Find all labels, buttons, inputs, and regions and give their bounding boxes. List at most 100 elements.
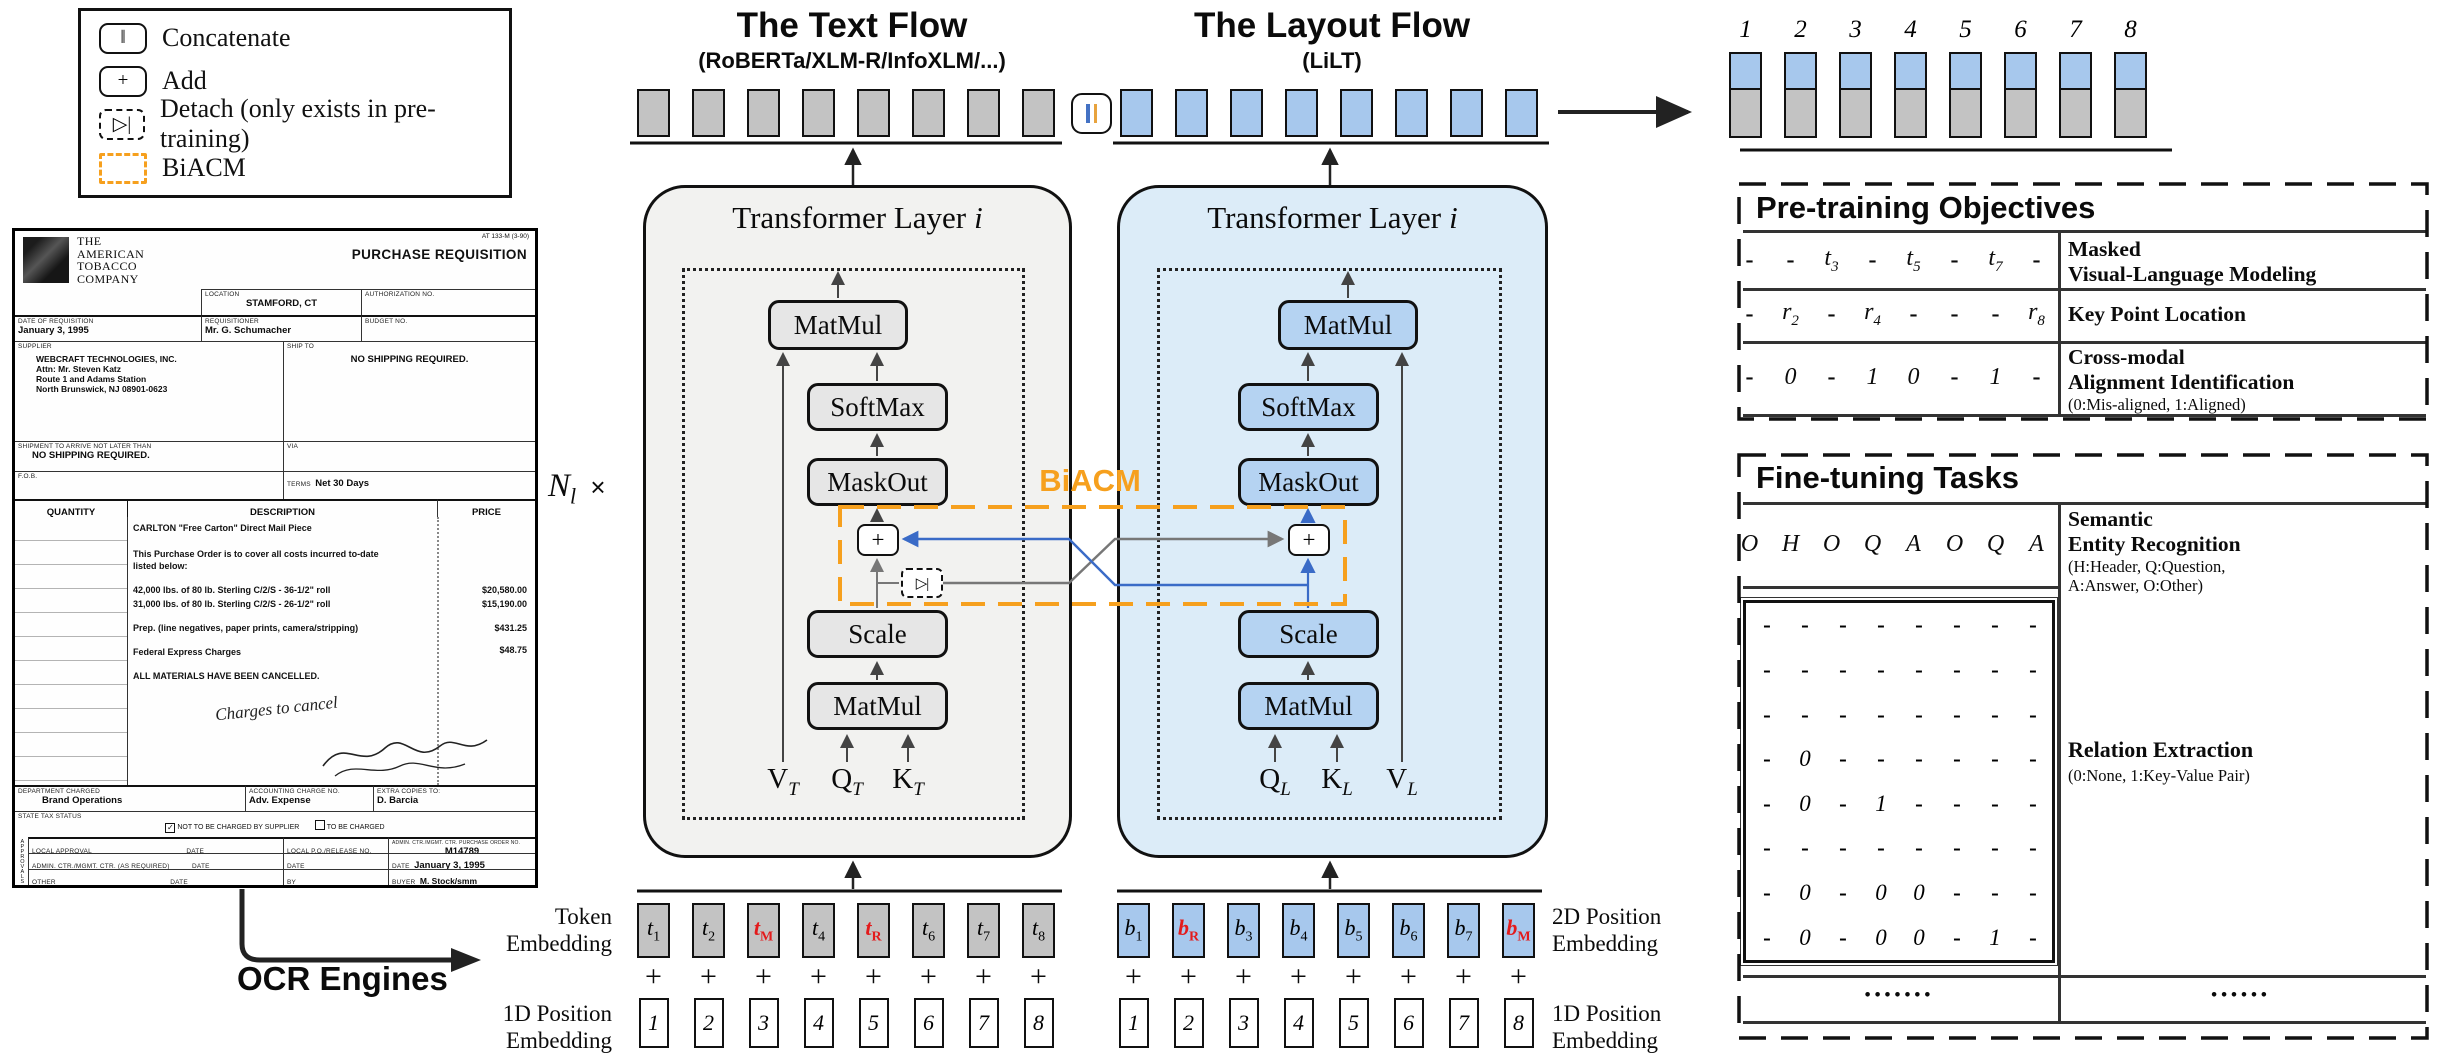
matrix-cell: - — [1953, 790, 1961, 816]
token-cell: t4 — [791, 903, 846, 958]
layout-token-bar — [1395, 89, 1428, 137]
matrix-cell: - — [1763, 612, 1771, 638]
pos1d-cell: 2 — [681, 998, 736, 1048]
concat-bar-orange — [1093, 104, 1097, 123]
plus-sign: + — [1030, 960, 1047, 993]
line-item: Prep. (line negatives, paper prints, cam… — [133, 623, 359, 633]
biacm-label: BiACM — [1039, 463, 1141, 498]
ser-label-line: Entity Recognition — [2068, 532, 2241, 556]
pt-cell: - — [1950, 301, 1959, 327]
plus-sign: + — [755, 960, 772, 993]
value-label: VL — [1386, 763, 1418, 800]
handwritten-note: Charges to cancel — [214, 692, 339, 725]
layout-token-bar — [1340, 89, 1373, 137]
pt-cell: r4 — [1864, 299, 1881, 329]
token-cell: t1 — [626, 903, 681, 958]
ocr-label: OCR Engines — [237, 960, 448, 997]
matrix-cell: - — [1877, 612, 1885, 638]
plus-sign: + — [700, 960, 717, 993]
add-box: + — [857, 524, 899, 556]
text-token-bar — [747, 89, 780, 137]
department-field: DEPARTMENT CHARGED Brand Operations — [15, 785, 245, 811]
matrix-cell: - — [1953, 880, 1961, 906]
plus-row-text: ++++++++ — [626, 960, 1066, 994]
matrix-cell: - — [1801, 612, 1809, 638]
matrix-cell: - — [1953, 701, 1961, 727]
plus-sign: + — [1345, 960, 1362, 993]
rule — [1743, 975, 2426, 978]
legend-item-add: + Add — [99, 63, 207, 99]
plus-sign: + — [1235, 960, 1252, 993]
matrix-cell: - — [1839, 656, 1847, 682]
detach-icon: ▷| — [99, 108, 146, 140]
text-token-bar — [637, 89, 670, 137]
text-flow-title: The Text Flow — [736, 6, 968, 45]
layout-flow-subtitle: (LiLT) — [1302, 48, 1362, 73]
price-column-divider — [437, 517, 439, 785]
scale-block: Scale — [1238, 610, 1379, 658]
matrix-cell: - — [1839, 612, 1847, 638]
matrix-row: -0-1---- — [1746, 791, 2052, 817]
token-cell: t2 — [681, 903, 736, 958]
output-index: 4 — [1904, 16, 1917, 43]
tax-status-field: STATE TAX STATUS ✓ NOT TO BE CHARGED BY … — [15, 811, 535, 837]
matmul-block: MatMul — [768, 300, 908, 350]
output-bar — [1828, 52, 1883, 138]
matrix-cell: 0 — [1799, 924, 1811, 950]
layout-token-bar — [1285, 89, 1318, 137]
text-token-bar — [967, 89, 1000, 137]
via-field: VIA — [283, 441, 535, 471]
order-date-field: DATE January 3, 1995 — [388, 853, 535, 869]
output-bar — [2103, 52, 2158, 138]
matrix-cell: - — [1915, 656, 1923, 682]
pt-cell: t5 — [1906, 244, 1921, 275]
matrix-cell: 0 — [1913, 880, 1925, 906]
quantity-column — [15, 517, 128, 785]
po-release-field: LOCAL P.O./RELEASE NO. — [283, 837, 388, 853]
rule — [1743, 1021, 2426, 1024]
pt-label-line: Key Point Location — [2068, 302, 2246, 326]
matrix-cell: - — [1915, 835, 1923, 861]
text-token-bars — [637, 89, 1055, 137]
kpl-label: Key Point Location — [2068, 302, 2424, 327]
plus-sign: + — [645, 960, 662, 993]
matrix-cell: - — [1877, 746, 1885, 772]
add-icon: + — [99, 65, 147, 97]
pos1d-cell: 4 — [1271, 998, 1326, 1048]
matrix-cell: - — [1801, 835, 1809, 861]
requisitioner-field: REQUISITIONER Mr. G. Schumacher — [201, 315, 361, 341]
plus-sign: + — [1180, 960, 1197, 993]
matrix-cell: - — [1915, 612, 1923, 638]
output-bar — [1883, 52, 1938, 138]
layout-token-bar — [1505, 89, 1538, 137]
form-code: AT 133-M (3-90) — [481, 233, 529, 240]
matrix-cell: - — [2029, 880, 2037, 906]
box-cell: b5 — [1326, 903, 1381, 958]
line-item: ALL MATERIALS HAVE BEEN CANCELLED. — [133, 671, 320, 681]
attention-dotted-box-text — [682, 268, 1025, 820]
pt-label-line: Visual-Language Modeling — [2068, 262, 2317, 286]
token-cell: t7 — [956, 903, 1011, 958]
ser-cell: Q — [1863, 530, 1882, 557]
matrix-cell: - — [1915, 790, 1923, 816]
tax-checkbox-checked: ✓ — [165, 823, 176, 833]
matrix-cell: - — [2029, 790, 2037, 816]
matrix-cell: 0 — [1799, 790, 1811, 816]
matrix-cell: - — [1953, 835, 1961, 861]
token-cell: t8 — [1011, 903, 1066, 958]
authorization-field: AUTHORIZATION NO. — [361, 289, 535, 315]
line-item: CARLTON "Free Carton" Direct Mail Piece — [133, 523, 312, 533]
other-field: OTHER DATE — [28, 869, 283, 885]
key-label: KT — [892, 763, 924, 800]
box-cell: b1 — [1106, 903, 1161, 958]
matrix-row: -------- — [1746, 657, 2052, 683]
price-value: $20,580.00 — [481, 585, 527, 595]
